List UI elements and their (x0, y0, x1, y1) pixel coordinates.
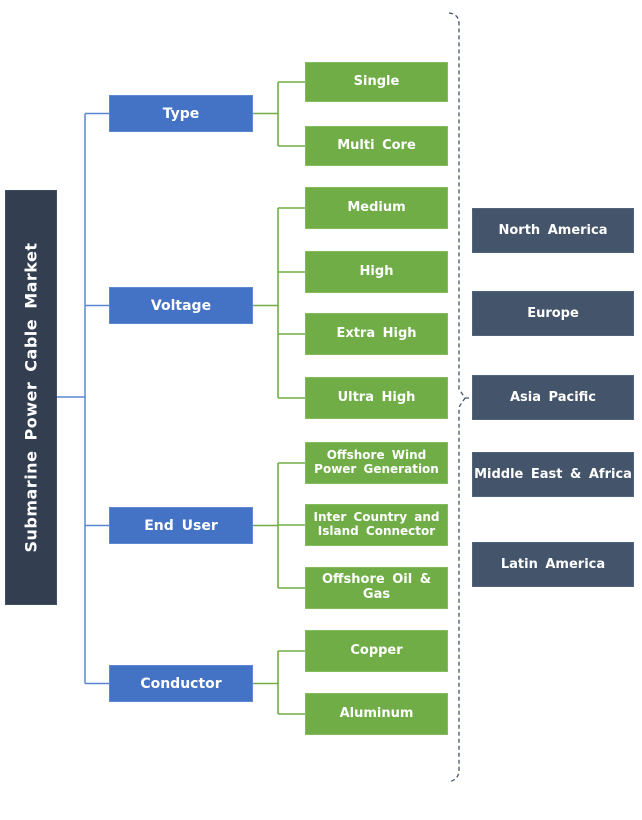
segment-box-high: High (305, 251, 448, 293)
segment-box-single: Single (305, 62, 448, 102)
region-box-north-america: North America (472, 208, 634, 253)
root-node-market-title: Submarine Power Cable Market (5, 190, 57, 605)
segment-box-medium: Medium (305, 187, 448, 229)
region-box-europe: Europe (472, 291, 634, 336)
region-box-latin-america: Latin America (472, 542, 634, 587)
segment-box-extra-high: Extra High (305, 313, 448, 355)
segment-box-copper: Copper (305, 630, 448, 672)
region-box-asia-pacific: Asia Pacific (472, 375, 634, 420)
blue-connectors (57, 112, 109, 685)
segment-box-multi-core: Multi Core (305, 126, 448, 166)
category-box-conductor: Conductor (109, 665, 253, 702)
region-box-middle-east-africa: Middle East & Africa (472, 452, 634, 497)
green-connectors (253, 81, 305, 715)
segment-box-offshore-wind-power-generation: Offshore Wind Power Generation (305, 442, 448, 484)
market-title-text: Submarine Power Cable Market (21, 242, 41, 553)
category-box-end-user: End User (109, 507, 253, 544)
segment-box-aluminum: Aluminum (305, 693, 448, 735)
category-box-voltage: Voltage (109, 287, 253, 324)
dashed-bracket (447, 12, 473, 783)
segment-box-inter-country-and-island-connector: Inter Country and Island Connector (305, 504, 448, 546)
category-box-type: Type (109, 95, 253, 132)
segment-box-ultra-high: Ultra High (305, 377, 448, 419)
segment-box-offshore-oil-and-gas: Offshore Oil & Gas (305, 567, 448, 609)
